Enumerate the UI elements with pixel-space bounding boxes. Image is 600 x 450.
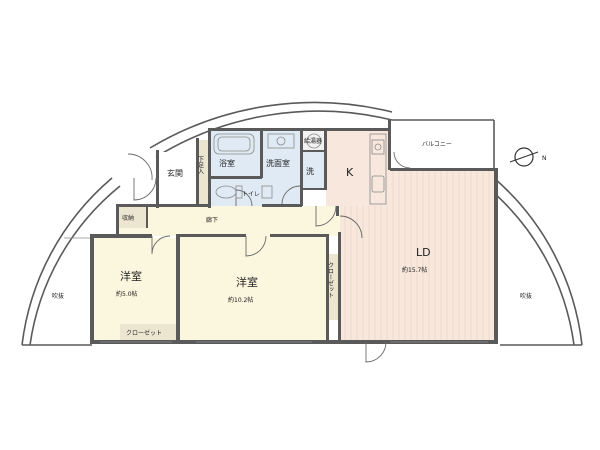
western-room-1-size-label: 約5.0帖: [116, 290, 138, 298]
entrance-label: 玄関: [167, 168, 183, 178]
floor-fills: [92, 130, 495, 342]
void-right-label: 吹抜: [520, 292, 532, 300]
compass: N: [509, 147, 547, 167]
western-room-1-label: 洋室: [120, 269, 142, 283]
compass-axis: [509, 151, 539, 163]
doors: [127, 151, 411, 363]
water-heater-label: 給湯器: [304, 137, 322, 145]
room-labels: 玄関 下足入 浴室 洗面室 トイレ 洗 給湯器 K バルコニー 収納 廊下 LD…: [52, 137, 532, 337]
compass-label: N: [542, 155, 547, 162]
corridor-label: 廊下: [206, 216, 218, 224]
balcony-label: バルコニー: [422, 141, 452, 148]
toilet-label: トイレ: [242, 191, 260, 198]
right-void-walls: [485, 177, 583, 346]
closet-1-label: クローゼット: [126, 329, 162, 337]
storage-label: 収納: [122, 214, 134, 222]
ld-label: LD: [416, 246, 431, 259]
kitchen-label: K: [346, 166, 354, 179]
bathroom-label: 浴室: [219, 158, 235, 168]
void-left-label: 吹抜: [52, 292, 64, 300]
fixtures: [213, 133, 387, 205]
compass-circle: [514, 147, 534, 167]
washroom-label: 洗面室: [266, 158, 290, 168]
left-void-walls: [21, 177, 121, 346]
shoe-storage-label: 下足入: [197, 156, 204, 174]
ld-size-label: 約15.7帖: [402, 266, 427, 274]
western-room-2-label: 洋室: [236, 275, 258, 289]
closet-2-label: クローゼット: [327, 262, 334, 298]
wash-label: 洗: [306, 166, 314, 176]
top-arc-walls: [149, 101, 393, 158]
western-room-2-size-label: 約10.2帖: [228, 296, 253, 304]
